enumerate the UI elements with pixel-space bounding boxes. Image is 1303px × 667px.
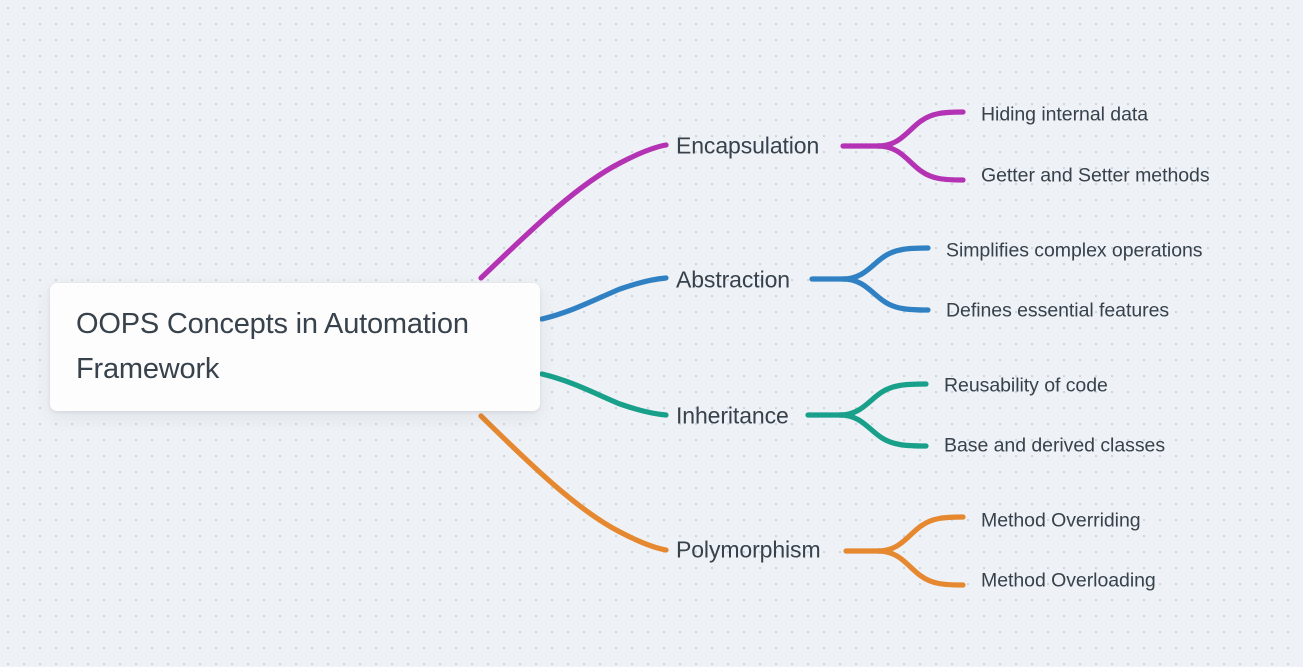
fork-inheritance-child-0	[837, 381, 929, 418]
trunk-polymorphism	[478, 413, 669, 553]
leaf-label-simplifies-complex-operations[interactable]: Simplifies complex operations	[946, 239, 1203, 262]
root-node[interactable]: OOPS Concepts in Automation Framework	[50, 283, 540, 411]
fork-encapsulation-child-0	[875, 109, 966, 149]
branch-label-encapsulation[interactable]: Encapsulation	[676, 132, 820, 159]
root-node-label: OOPS Concepts in Automation Framework	[76, 308, 469, 385]
leaf-label-getter-and-setter-methods[interactable]: Getter and Setter methods	[981, 164, 1210, 187]
leaf-label-base-and-derived-classes[interactable]: Base and derived classes	[944, 434, 1166, 457]
leaf-label-hiding-internal-data[interactable]: Hiding internal data	[981, 103, 1149, 126]
fork-inheritance-child-1	[837, 412, 929, 449]
fork-abstraction-child-0	[840, 245, 931, 282]
leaf-label-defines-essential-features[interactable]: Defines essential features	[946, 299, 1170, 322]
branch-label-polymorphism[interactable]: Polymorphism	[676, 536, 821, 563]
fork-abstraction-child-1	[840, 276, 931, 313]
fork-encapsulation-child-1	[875, 143, 966, 183]
fork-polymorphism-child-0	[875, 514, 966, 554]
branch-label-abstraction[interactable]: Abstraction	[676, 266, 790, 293]
leaf-label-method-overriding[interactable]: Method Overriding	[981, 509, 1141, 532]
fork-polymorphism-child-1	[875, 548, 966, 588]
trunk-inheritance	[539, 371, 669, 418]
trunk-abstraction	[539, 275, 669, 322]
branch-label-inheritance[interactable]: Inheritance	[676, 402, 789, 429]
trunk-encapsulation	[478, 142, 669, 281]
leaf-label-method-overloading[interactable]: Method Overloading	[981, 569, 1156, 592]
leaf-label-reusability-of-code[interactable]: Reusability of code	[944, 374, 1108, 397]
